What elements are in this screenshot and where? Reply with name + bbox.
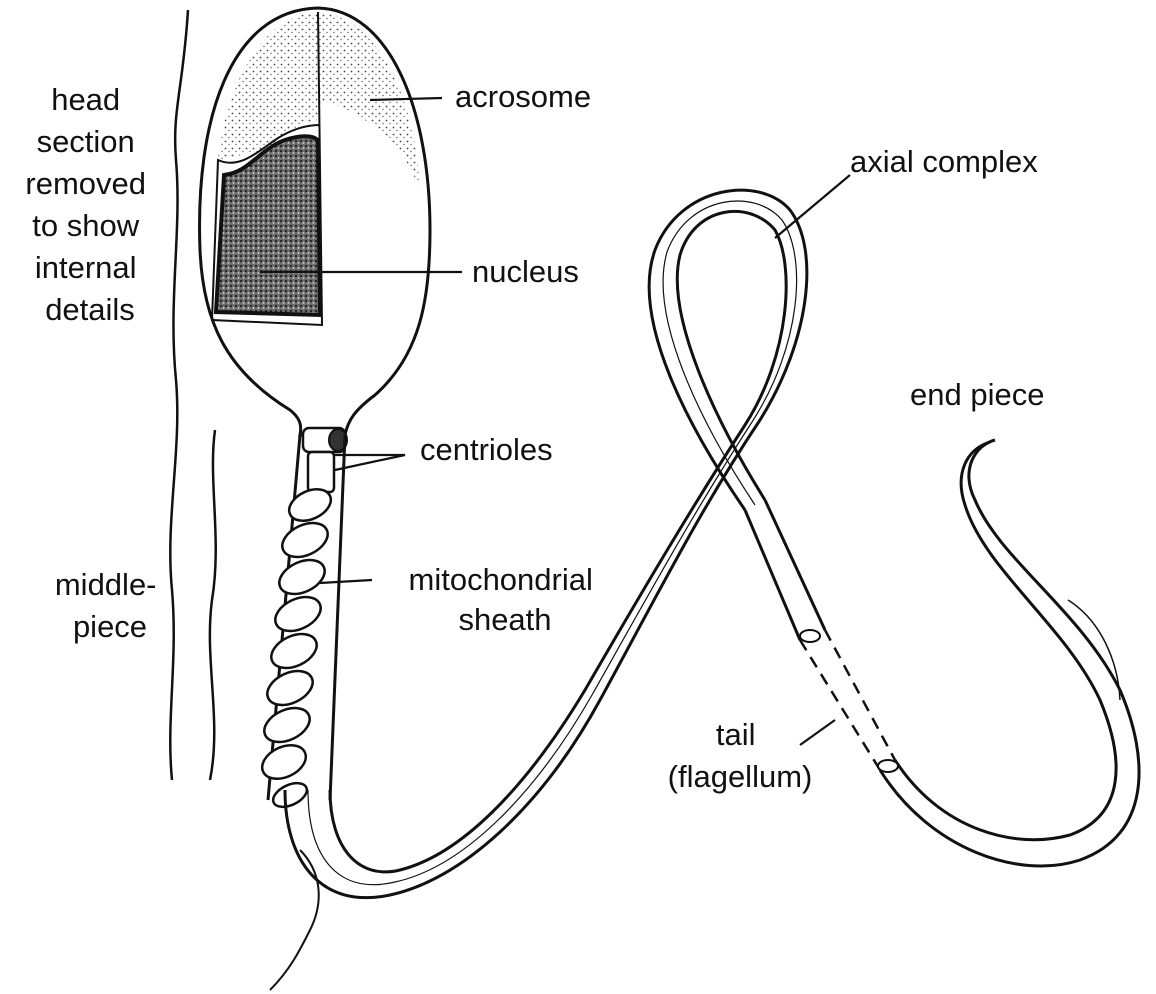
mitochondrial-sheath — [257, 483, 336, 812]
mitochondrial-sheath-label: mitochondrial sheath — [409, 562, 602, 637]
head-section-label: head section removed to show internal de… — [25, 82, 154, 327]
nucleus-label: nucleus — [472, 254, 579, 289]
end-piece-label: end piece — [910, 377, 1044, 412]
middle-piece-label: middle- piece — [55, 567, 165, 644]
centrioles-label: centrioles — [420, 432, 553, 467]
middle-piece-bracket-line — [210, 430, 216, 780]
head-bracket-line — [170, 10, 188, 780]
tail-label: tail (flagellum) — [668, 717, 813, 794]
acrosome-label: acrosome — [455, 79, 591, 114]
distal-centriole — [308, 452, 334, 492]
axial-complex-label: axial complex — [850, 144, 1038, 179]
bottom-trace-line — [270, 850, 319, 990]
